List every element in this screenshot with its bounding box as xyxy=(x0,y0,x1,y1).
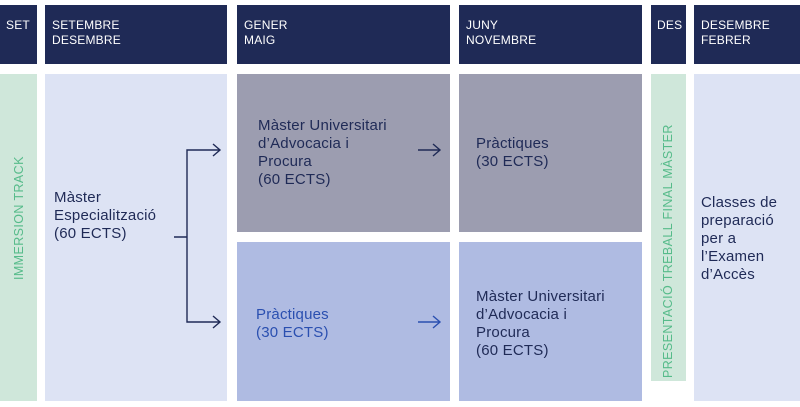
presentation-label: PRESENTACIÓ TREBALL FINAL MÀSTER xyxy=(661,124,675,378)
bottom-master-box xyxy=(459,242,642,401)
immersion-track-label: IMMERSION TRACK xyxy=(12,156,26,280)
header-line1: JUNY xyxy=(466,18,499,32)
prep-classes-box xyxy=(694,74,800,401)
header-line2: FEBRER xyxy=(701,33,751,47)
header-line1: DESEMBRE xyxy=(701,18,770,32)
prep-classes-text: Classes de preparació per a l’Examen d’A… xyxy=(701,194,777,284)
header-des: DES xyxy=(651,5,686,64)
text-line: Classes de xyxy=(701,194,778,211)
header-desembre-febrer: DESEMBRE FEBRER xyxy=(694,5,800,64)
header-line2: DESEMBRE xyxy=(52,33,121,47)
header-set: SET xyxy=(0,5,37,64)
text-line: d’Accès xyxy=(701,266,755,283)
header-line1: GENER xyxy=(244,18,288,32)
top-practice-box xyxy=(459,74,642,232)
text-line: d’Advocacia i xyxy=(258,135,349,152)
text-line: (60 ECTS) xyxy=(476,342,549,359)
text-line: (30 ECTS) xyxy=(256,324,329,341)
top-master-text: Màster Universitari d’Advocacia i Procur… xyxy=(258,117,387,189)
text-line: Màster xyxy=(54,189,102,206)
text-line: preparació xyxy=(701,212,774,229)
text-line: l’Examen xyxy=(701,248,765,265)
text-line: (30 ECTS) xyxy=(476,153,549,170)
header-setembre-desembre: SETEMBRE DESEMBRE xyxy=(45,5,227,64)
header-line2: NOVEMBRE xyxy=(466,33,537,47)
text-line: Especialització xyxy=(54,207,157,224)
header-gener-maig: GENER MAIG xyxy=(237,5,450,64)
text-line: Màster Universitari xyxy=(476,288,605,305)
header-set-line1: SET xyxy=(6,18,30,32)
text-line: Procura xyxy=(476,324,530,341)
text-line: Màster Universitari xyxy=(258,117,387,134)
text-line: Pràctiques xyxy=(256,306,329,323)
bottom-practice-text: Pràctiques (30 ECTS) xyxy=(256,306,329,342)
immersion-track-panel xyxy=(0,74,37,401)
bottom-master-text: Màster Universitari d’Advocacia i Procur… xyxy=(476,288,605,360)
top-master-box xyxy=(237,74,450,232)
header-juny-novembre: JUNY NOVEMBRE xyxy=(459,5,642,64)
header-line1: SETEMBRE xyxy=(52,18,120,32)
text-line: per a xyxy=(701,230,737,247)
bottom-practice-box xyxy=(237,242,450,401)
text-line: d’Advocacia i xyxy=(476,306,567,323)
text-line: (60 ECTS) xyxy=(258,171,331,188)
presentation-panel xyxy=(651,74,686,381)
top-practice-text: Pràctiques (30 ECTS) xyxy=(476,135,549,171)
text-line: (60 ECTS) xyxy=(54,225,127,242)
specialization-text: Màster Especialització (60 ECTS) xyxy=(54,189,156,243)
header-line2: MAIG xyxy=(244,33,276,47)
text-line: Pràctiques xyxy=(476,135,549,152)
text-line: Procura xyxy=(258,153,312,170)
header-des-line1: DES xyxy=(657,18,683,32)
